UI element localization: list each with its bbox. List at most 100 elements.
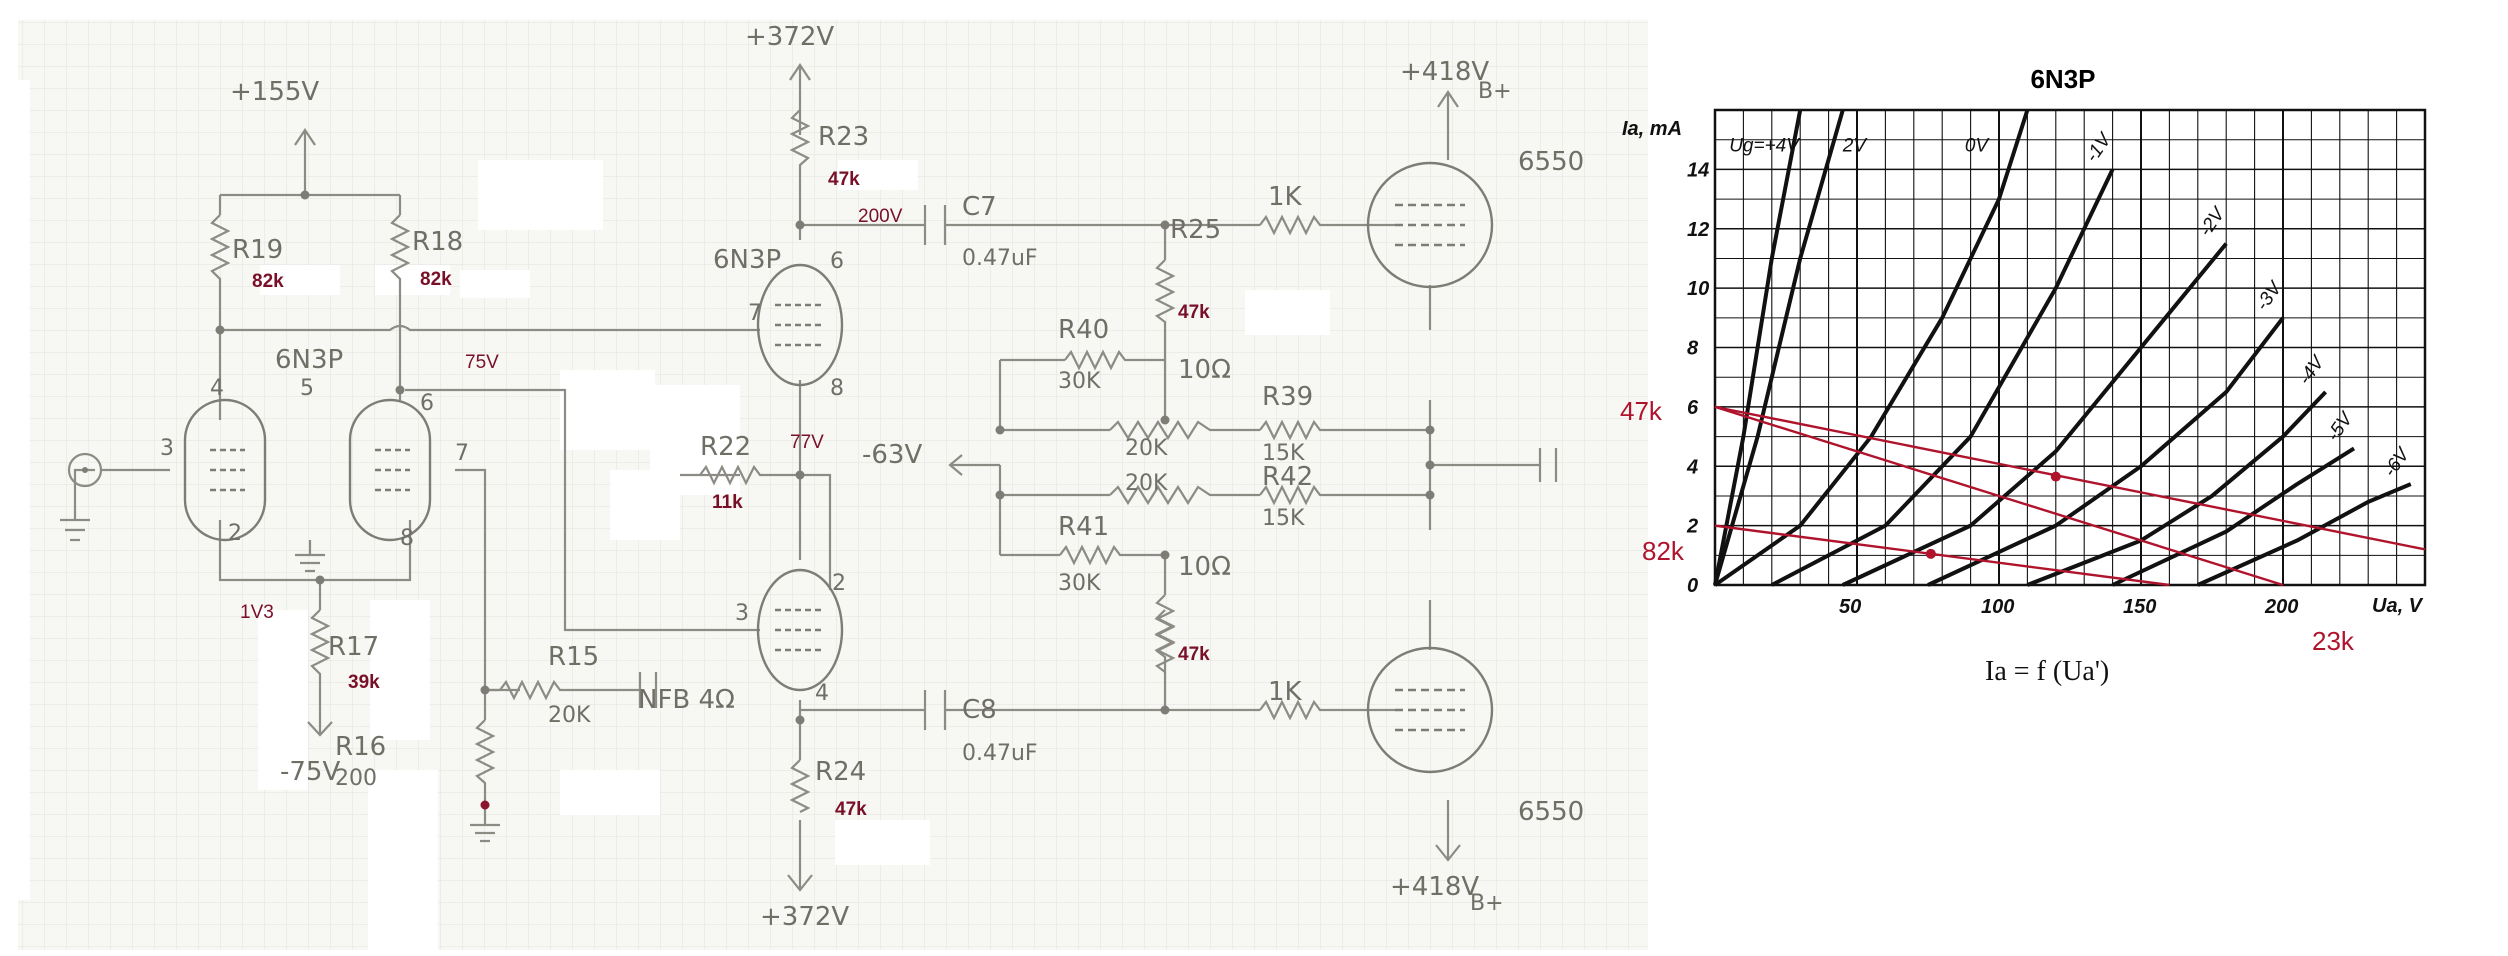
resistor-r24-value: 47k — [835, 799, 867, 820]
chart-series-line — [2026, 390, 2328, 587]
cathode-resistor-top-label: 10Ω — [1178, 355, 1231, 385]
pin-label: 6 — [830, 249, 844, 274]
graph-paper-grid — [18, 20, 1648, 950]
chart-title: 6N3P — [2030, 64, 2095, 94]
chart-series-line — [1770, 168, 2115, 587]
pin-label: 7 — [748, 301, 762, 326]
supply-plus418-bottom-label: +418V — [1390, 872, 1479, 902]
chart-series-line — [2111, 446, 2356, 587]
supply-plus155-label: +155V — [230, 77, 319, 107]
tube-left-pair-label: 6N3P — [275, 345, 343, 375]
erased-patches — [18, 80, 1330, 950]
pin-label: 2 — [832, 571, 846, 596]
resistor-zigzags — [209, 109, 1330, 813]
resistor-r18-value: 82k — [420, 269, 452, 290]
chart-operating-point — [1925, 548, 1936, 559]
resistor-r25-value: 47k — [1178, 302, 1210, 323]
pin-label: 8 — [400, 526, 414, 551]
ground-symbols — [60, 468, 500, 843]
chart-load-line — [1714, 524, 2170, 587]
supply-plus372-bottom-label: +372V — [760, 902, 849, 932]
resistor-r19-label: R19 — [232, 235, 283, 265]
resistor-r39-label: R39 — [1262, 382, 1313, 412]
voltage-77v-label: 77V — [790, 432, 824, 453]
tube-output-bottom-label: 6550 — [1518, 797, 1584, 827]
chart-y-tick-label: 8 — [1687, 338, 1699, 360]
chart-y-tick-label: 12 — [1687, 219, 1709, 241]
resistor-r25-label: R25 — [1170, 215, 1221, 245]
capacitor-c8-value: 0.47uF — [962, 741, 1038, 766]
resistor-r23-label: R23 — [818, 122, 869, 152]
input-jack-icon — [67, 452, 103, 488]
resistor-r39-value: 15K — [1262, 441, 1305, 466]
resistor-r18-label: R18 — [412, 227, 463, 257]
chart-grid — [1713, 108, 2427, 587]
capacitors — [638, 205, 1558, 730]
chart-series-label: 2V — [1842, 136, 1869, 157]
chart-formula: Ia = f (Ua') — [1985, 656, 2109, 687]
resistor-r42-label: R42 — [1262, 462, 1313, 492]
resistor-r17-value: 39k — [348, 672, 380, 693]
input-jack-pin — [82, 467, 88, 473]
supply-plus372-top-label: +372V — [745, 22, 834, 52]
resistor-r17-label: R17 — [328, 632, 379, 662]
pin-label: 5 — [300, 376, 314, 401]
load-line-47k-label: 47k — [1620, 396, 1663, 426]
pin-label: 7 — [455, 441, 469, 466]
chart-y-axis-label: Ia, mA — [1622, 118, 1682, 140]
chart-series-line — [1841, 242, 2228, 587]
chart-load-line — [1714, 405, 2426, 551]
resistor-r16-label: R16 — [335, 732, 386, 762]
resistor-r24-label: R24 — [815, 757, 866, 787]
tube-output-top-label: 6550 — [1518, 147, 1584, 177]
pin-label: 3 — [160, 436, 174, 461]
wiring — [100, 175, 1540, 840]
grid-stopper-top-label: 1K — [1268, 182, 1303, 212]
resistor-r22-value: 11k — [712, 492, 743, 513]
chart-series-line — [1713, 109, 1845, 586]
grid-stopper-bottom-label: 1K — [1268, 677, 1303, 707]
resistor-r41-label: R41 — [1058, 512, 1109, 542]
resistor-r42-value: 15K — [1262, 506, 1305, 531]
resistor-r23-value: 47k — [828, 169, 860, 190]
resistor-r41-value: 30K — [1058, 571, 1101, 596]
supply-minus63-label: -63V — [862, 440, 922, 470]
pin-label: 2 — [228, 521, 242, 546]
chart-x-tick-label: 100 — [1981, 596, 2014, 618]
capacitor-c7-value: 0.47uF — [962, 246, 1038, 271]
chart-x-tick-label: 50 — [1839, 596, 1861, 618]
chart-y-tick-label: 10 — [1687, 278, 1709, 300]
supply-plus418-top-label: +418V — [1400, 57, 1489, 87]
pot-top-value: 20K — [1125, 436, 1168, 461]
pin-label: 4 — [815, 681, 829, 706]
chart-series-line — [2196, 482, 2412, 587]
chart-y-tick-label: 0 — [1687, 575, 1698, 597]
chart-y-tick-label: 14 — [1687, 159, 1709, 181]
chart-series-label: 0V — [1965, 136, 1991, 157]
load-line-23k-label: 23k — [2312, 626, 2355, 656]
resistor-r19-value: 82k — [252, 271, 284, 292]
chart-y-tick-label: 4 — [1686, 456, 1698, 478]
resistor-r16-value: 200 — [335, 766, 377, 791]
tube-envelopes — [183, 161, 1494, 774]
chart-load-line — [1714, 405, 2284, 587]
bplus-bottom-label: B+ — [1470, 891, 1504, 916]
nfb-input-label: NFB 4Ω — [638, 685, 735, 715]
chart-x-tick-label: 150 — [2123, 596, 2156, 618]
resistor-r15-value: 20K — [548, 703, 591, 728]
resistor-lower-value: 47k — [1178, 644, 1210, 665]
supply-minus75-label: -75V — [280, 757, 340, 787]
supply-arrows — [294, 63, 1461, 892]
chart-y-tick-label: 6 — [1687, 397, 1699, 419]
junction-dots — [215, 190, 1435, 810]
chart-operating-point — [2050, 471, 2061, 482]
cathode-resistor-bottom-label: 10Ω — [1178, 552, 1231, 582]
chart-series-label: Ug=+4V — [1729, 136, 1801, 157]
resistor-r15-label: R15 — [548, 642, 599, 672]
chart-series-line — [1713, 109, 1803, 586]
load-line-82k-label: 82k — [1642, 536, 1685, 566]
chart-x-axis-label: Ua, V — [2372, 595, 2424, 617]
